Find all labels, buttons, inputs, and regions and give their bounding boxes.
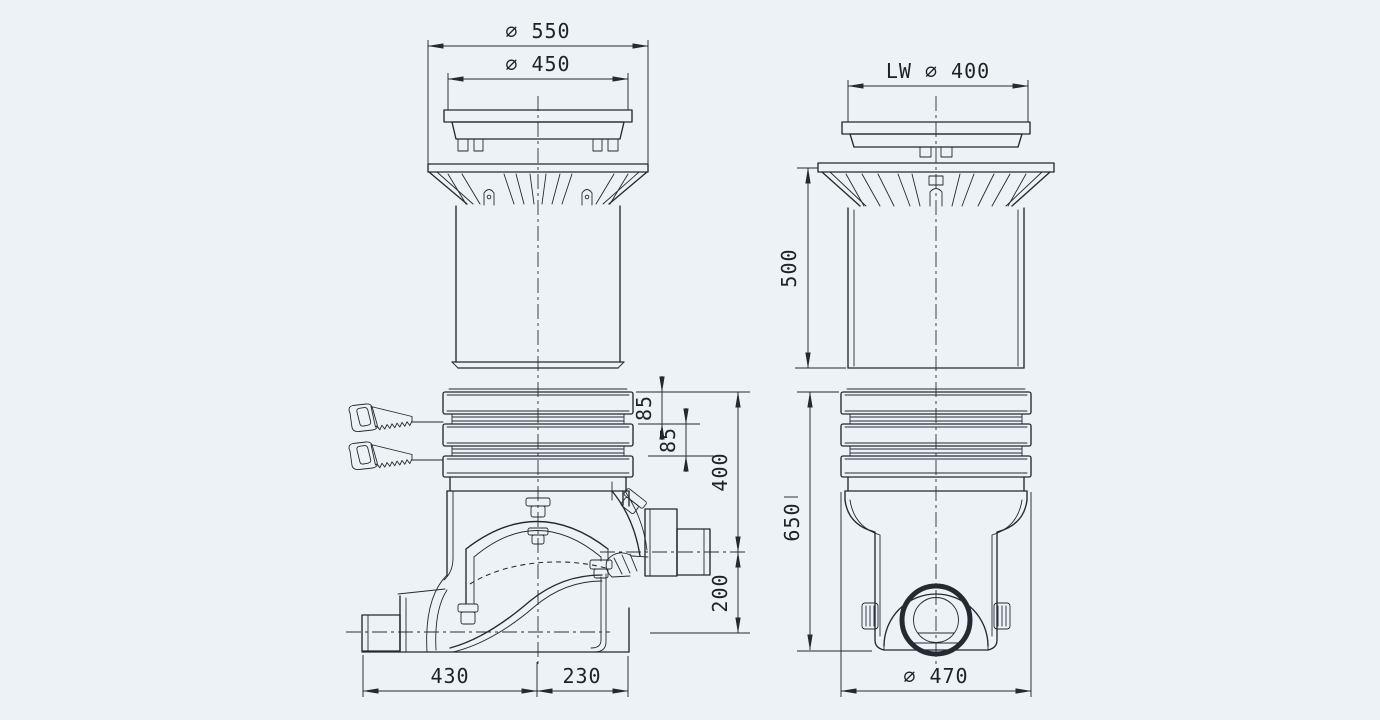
frame-with-fins (817, 162, 1055, 207)
dim-rib-pitch-b: 85 (656, 427, 680, 453)
dim-rib-pitch-a: 85 (632, 395, 656, 421)
dimensions-side-view: ∅ 550 ∅ 450 85 85 400 200 (362, 19, 750, 697)
cover-assembly (443, 109, 633, 152)
clamp-bolt (457, 603, 479, 625)
clamp-bolt (527, 527, 549, 545)
dim-base-right: 230 (562, 664, 601, 688)
dimensions-front-view: LW ∅ 400 500 650 ∅ 470 (777, 59, 1032, 697)
pipe-clip (861, 602, 879, 630)
saw-icon (348, 441, 444, 470)
sump-body (844, 490, 1028, 657)
saw-icon (348, 403, 444, 432)
dim-riser-height: 400 (708, 452, 732, 491)
dim-outlet-to-base: 200 (708, 573, 732, 612)
dim-cover-diameter: ∅ 450 (505, 52, 570, 76)
dim-clear-width: LW ∅ 400 (886, 59, 990, 83)
clamp-bolt (525, 497, 551, 518)
cover-assembly (841, 121, 1031, 158)
valve-body (361, 481, 711, 653)
dim-body-height: 650 (780, 502, 804, 541)
center-line (346, 96, 748, 664)
vent-screw (620, 488, 647, 515)
telescope-tube (451, 205, 625, 369)
front-view: LW ∅ 400 500 650 ∅ 470 (777, 59, 1055, 697)
dim-telescope-height: 500 (777, 248, 801, 287)
dim-outer-diameter: ∅ 550 (505, 19, 570, 43)
dim-base-left: 430 (430, 664, 469, 688)
side-section-view: ∅ 550 ∅ 450 85 85 400 200 (346, 19, 750, 697)
dim-base-diameter: ∅ 470 (903, 664, 968, 688)
pipe-clip (993, 602, 1011, 630)
frame-with-fins (427, 163, 649, 206)
telescope-tube (847, 207, 1025, 369)
